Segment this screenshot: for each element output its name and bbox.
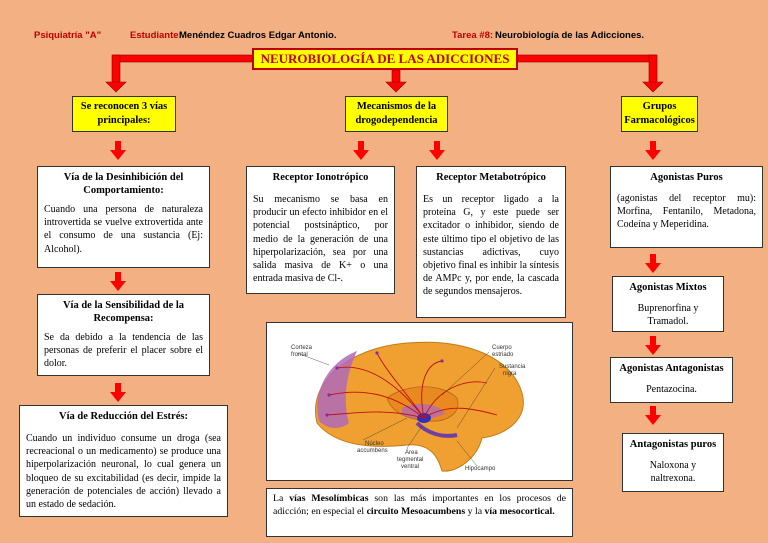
caption-bold: circuito Mesoacumbens — [366, 506, 466, 517]
arrow-down-icon — [645, 336, 661, 355]
grupo-card: Antagonistas puros Naloxona y naltrexona… — [622, 433, 724, 492]
receptor-text: Es un receptor ligado a la proteína G, y… — [423, 194, 559, 298]
via-title: Vía de la Sensibilidad de la Recompensa: — [62, 300, 185, 324]
page-title: NEUROBIOLOGÍA DE LAS ADICCIONES — [252, 48, 518, 70]
student-name: Menéndez Cuadros Edgar Antonio. — [179, 30, 337, 41]
grupo-card: Agonistas Mixtos Buprenorfina y Tramadol… — [612, 276, 724, 332]
caption-text: y la — [465, 506, 485, 517]
caption-bold: vías Mesolímbicas — [289, 493, 369, 504]
arrow-down-icon — [110, 383, 126, 402]
grupo-text: Pentazocina. — [646, 384, 697, 395]
grupo-text: Naloxona y naltrexona. — [649, 460, 697, 485]
label-sustancia: nigra — [503, 371, 517, 377]
grupo-text: Buprenorfina y Tramadol. — [637, 303, 699, 328]
branch-mecanismos: Mecanismos de la drogodependencia — [345, 96, 448, 132]
arrow-down-icon — [110, 141, 126, 160]
label-nucleo: Núcleo — [365, 441, 384, 447]
via-title: Vía de la Desinhibición del Comportamien… — [63, 172, 184, 196]
caption-bold: vía mesocortical. — [484, 506, 555, 517]
caption-text: son las más importantes en los procesos … — [273, 493, 567, 517]
receptor-title: Receptor Metabotrópico — [436, 172, 546, 183]
label-area: ventral — [401, 464, 419, 470]
grupo-text: (agonistas del receptor mu): Morfina, Fe… — [617, 193, 756, 231]
arrow-down-icon — [645, 254, 661, 273]
via-card: Vía de la Sensibilidad de la Recompensa:… — [37, 294, 210, 376]
arrow-down-icon — [429, 141, 445, 160]
label-cuerpo: Cuerpo — [492, 345, 512, 351]
arrow-down-icon — [353, 141, 369, 160]
arrow-down-icon — [110, 272, 126, 291]
via-title: Vía de Reducción del Estrés: — [59, 411, 188, 422]
grupo-title: Agonistas Antagonistas — [619, 363, 724, 374]
task-title: Neurobiología de las Adicciones. — [495, 30, 645, 41]
via-card: Vía de la Desinhibición del Comportamien… — [37, 166, 210, 268]
label-corteza: Corteza — [291, 345, 313, 351]
label-cuerpo: estriado — [492, 352, 514, 358]
branch-vias: Se reconocen 3 vías principales: — [72, 96, 176, 132]
branch-vias-label: Se reconocen 3 vías principales: — [80, 101, 168, 126]
label-area: Área — [405, 449, 418, 456]
grupo-title: Agonistas Mixtos — [629, 282, 707, 293]
label-nucleo: accumbens — [357, 448, 388, 454]
label-sustancia: Sustancia — [499, 364, 526, 370]
task-label: Tarea #8: — [452, 30, 494, 41]
receptor-text: Su mecanismo se basa en producir un efec… — [253, 194, 388, 285]
brain-illustration: Corteza frontal Cuerpo estriado Sustanci… — [291, 341, 526, 472]
caption-text: La — [273, 493, 290, 504]
branch-grupos: Grupos Farmacológicos — [621, 96, 698, 132]
course-label: Psiquiatría "A" — [34, 30, 102, 41]
student-label: Estudiante: — [130, 30, 182, 41]
grupo-card: Agonistas Puros (agonistas del receptor … — [610, 166, 763, 248]
brain-figure: Corteza frontal Cuerpo estriado Sustanci… — [266, 322, 573, 481]
caption-box: La vías Mesolímbicas son las más importa… — [266, 488, 573, 537]
via-text: Cuando un individuo consume un droga (se… — [26, 433, 221, 511]
branch-mecanismos-label: Mecanismos de la drogodependencia — [355, 101, 438, 126]
via-text: Se da debido a la tendencia de las perso… — [44, 332, 203, 370]
arrow-down-icon — [645, 406, 661, 425]
arrow-down-icon — [645, 141, 661, 160]
grupo-title: Agonistas Puros — [650, 172, 723, 183]
receptor-card: Receptor Ionotrópico Su mecanismo se bas… — [246, 166, 395, 294]
branch-grupos-label: Grupos Farmacológicos — [624, 101, 695, 126]
receptor-card: Receptor Metabotrópico Es un receptor li… — [416, 166, 566, 318]
label-hipocampo: Hipocampo — [465, 466, 496, 472]
receptor-title: Receptor Ionotrópico — [272, 172, 369, 183]
via-text: Cuando una persona de naturaleza introve… — [44, 204, 203, 255]
grupo-title: Antagonistas puros — [629, 439, 717, 450]
grupo-card: Agonistas Antagonistas Pentazocina. — [610, 357, 733, 403]
via-card: Vía de Reducción del Estrés: Cuando un i… — [19, 405, 228, 517]
label-area: tegmental — [397, 457, 423, 463]
label-corteza: frontal — [291, 352, 308, 358]
